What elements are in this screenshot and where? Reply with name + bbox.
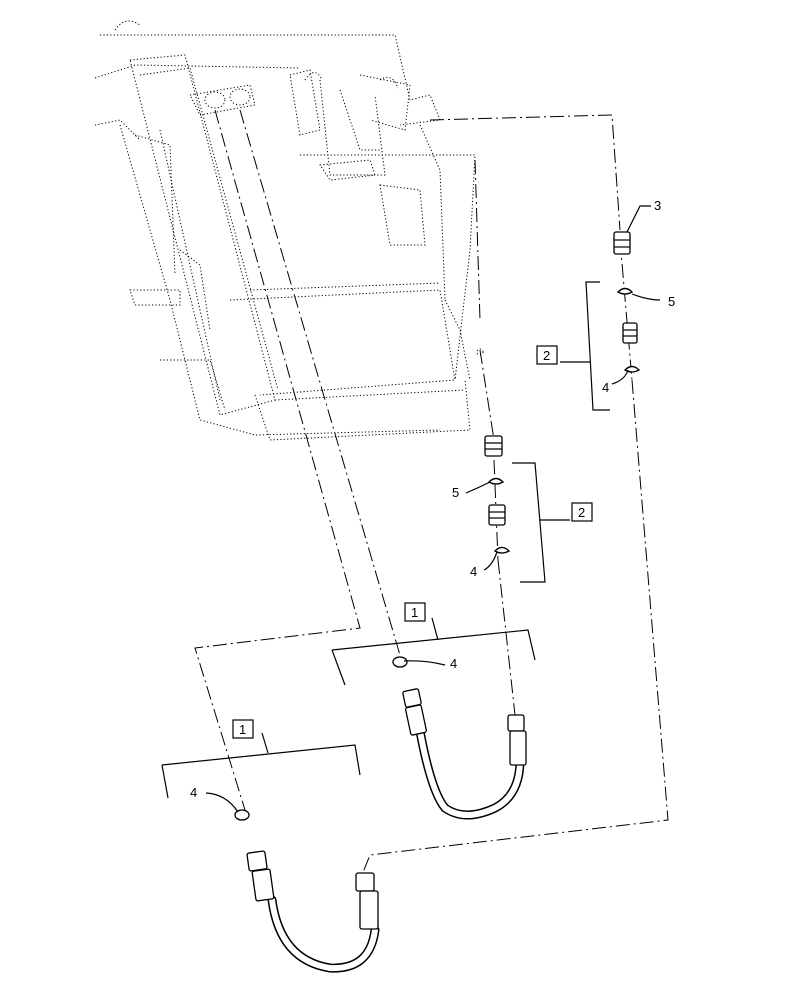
callout-4-left: 4 (190, 785, 197, 800)
hose-end-fitting-left-a (246, 850, 275, 902)
upper-fitting-stack (560, 231, 641, 411)
hose-assembly-left (161, 732, 380, 973)
callout-4-middle: 4 (470, 564, 477, 579)
hose-assembly-right (331, 617, 536, 820)
callout-4-right: 4 (450, 656, 457, 671)
o-ring-5-middle (487, 477, 505, 485)
callout-5-middle: 5 (452, 485, 459, 500)
callout-2-middle: 2 (578, 505, 585, 520)
o-ring-5-upper (616, 287, 634, 295)
callout-4-upper: 4 (602, 380, 609, 395)
adapter-fitting-middle (484, 435, 503, 457)
connector-fitting-middle (488, 504, 506, 526)
callout-box-2-upper (536, 345, 558, 365)
o-ring-4-upper (623, 365, 641, 373)
callout-box-1-right (404, 602, 426, 622)
connector-fitting-upper (622, 322, 638, 344)
callout-leaders (205, 205, 661, 813)
o-ring-4-left (234, 809, 250, 821)
hose-end-fitting-right-a (402, 688, 428, 736)
callout-2-upper: 2 (543, 348, 550, 363)
frame-assembly (94, 20, 484, 441)
middle-fitting-stack (484, 435, 570, 583)
callout-1-left: 1 (239, 722, 246, 737)
callout-labels: 3 5 4 5 4 4 4 2 2 1 1 (190, 198, 675, 800)
o-ring-4-middle (493, 546, 511, 554)
hose-end-fitting-left-b (355, 872, 379, 930)
o-ring-4-right (392, 656, 408, 668)
adapter-fitting-3 (613, 231, 631, 255)
hose-end-fitting-right-b (507, 714, 527, 766)
callout-5-upper: 5 (668, 294, 675, 309)
center-lines (194, 109, 669, 876)
callout-box-1-left (232, 719, 254, 739)
callout-1-right: 1 (411, 605, 418, 620)
callout-3: 3 (654, 198, 661, 213)
callout-box-2-middle (571, 502, 593, 522)
